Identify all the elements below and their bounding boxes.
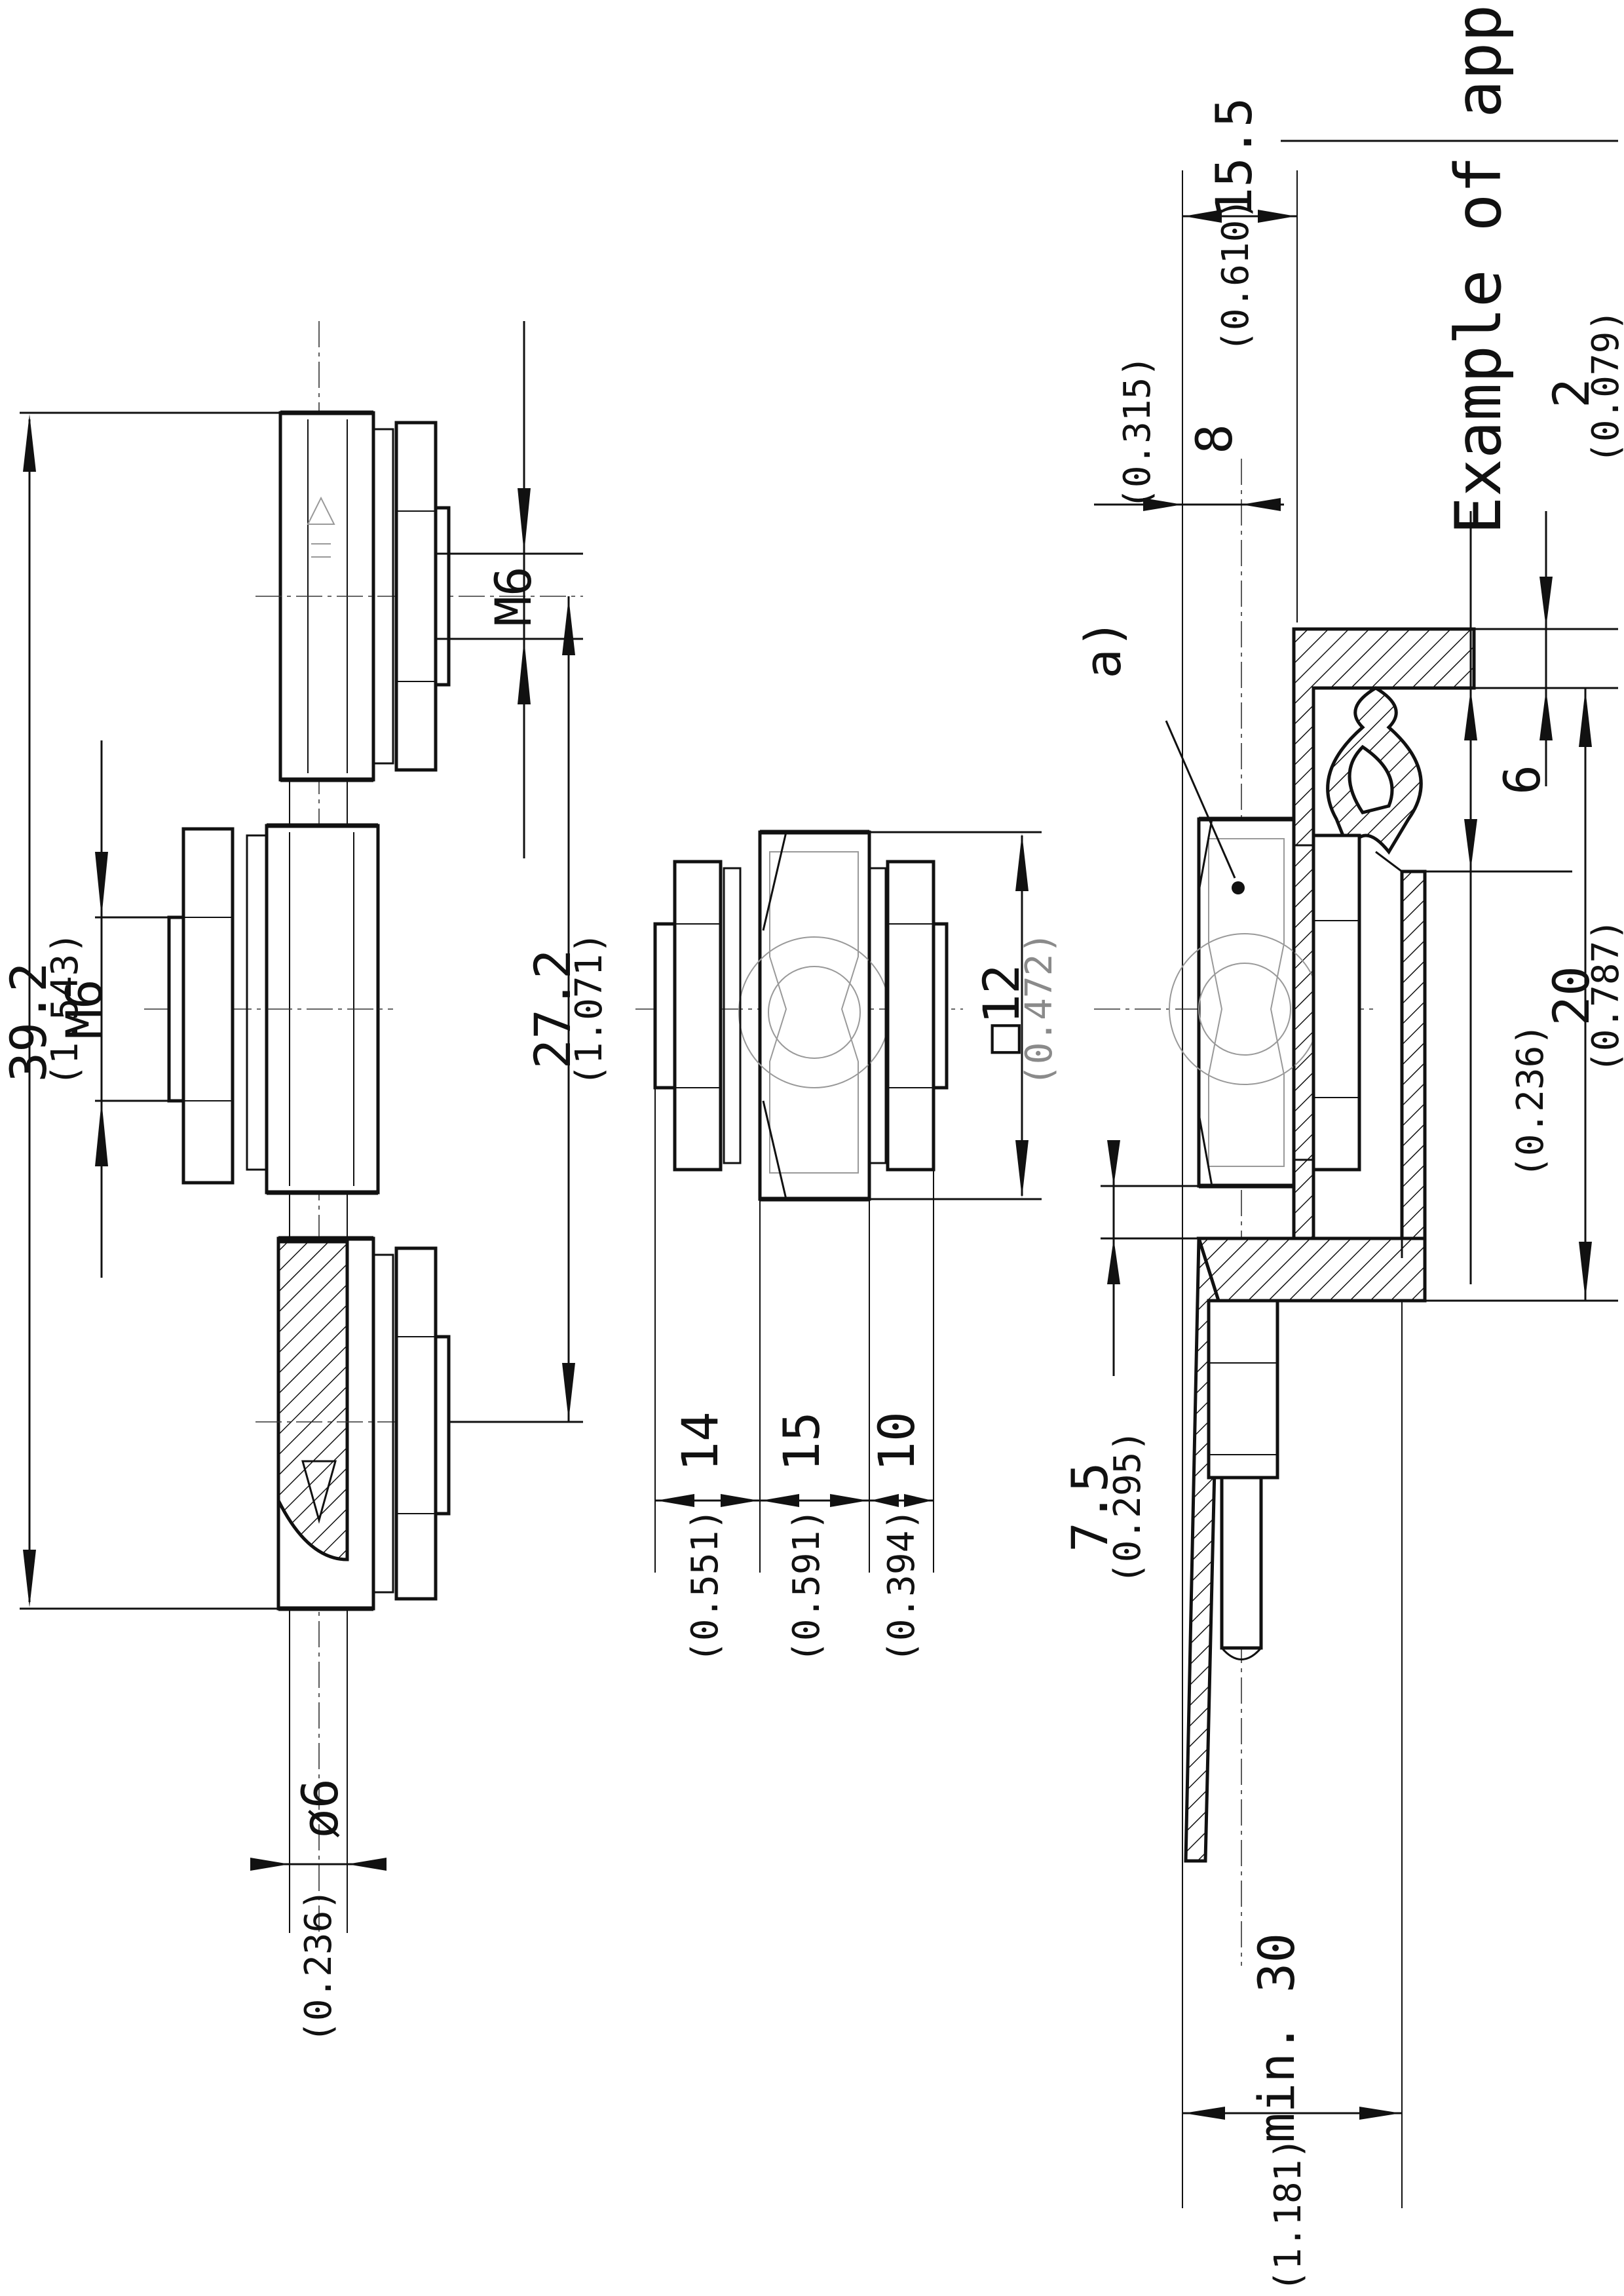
dim-top-width-inch: (0.610)	[1215, 198, 1257, 353]
dim-diameter-value: ø6	[291, 1778, 349, 1839]
dim-width-1-inch: (0.551)	[684, 1508, 727, 1663]
dim-overall-height-value: 39.2	[0, 962, 58, 1082]
dim-width-3-inch: (0.394)	[880, 1508, 923, 1663]
middle-left-nut	[653, 860, 742, 1172]
dim-height-inch: (0.787)	[1585, 919, 1624, 1073]
square-block	[738, 830, 890, 1202]
dimension-thread-left: M6	[55, 740, 113, 1278]
dimension-widths: 14 (0.551) 15 (0.591) 10 (0.394)	[654, 1088, 934, 1663]
dimension-thickness: 7.5 (0.295)	[1061, 1140, 1199, 1584]
detail-a-callout: a)	[1074, 619, 1236, 879]
dim-height-value: 20	[1542, 966, 1600, 1026]
dim-offset-value: 8	[1185, 424, 1243, 454]
title: Example of application	[1442, 0, 1515, 535]
detail-a-label: a)	[1074, 619, 1132, 679]
dim-min-width-inch: (1.181)	[1267, 2137, 1310, 2292]
dim-inner-value: 6	[1493, 765, 1551, 795]
dim-overall-height-inch: (1.543)	[44, 932, 86, 1086]
dim-width-1-value: 14	[671, 1411, 729, 1472]
dim-width-3-value: 10	[867, 1411, 926, 1472]
dim-diameter-inch: (0.236)	[297, 1888, 340, 2043]
dim-inner-height-value: 27.2	[523, 949, 582, 1069]
dim-gap-inch: (0.079)	[1585, 309, 1624, 464]
middle-front-view: □12 (0.472) 14 (0.551) 15 (0.591) 10 (0.…	[635, 830, 1061, 1663]
dim-thickness-inch: (0.295)	[1106, 1430, 1149, 1584]
side-nut	[1293, 833, 1361, 1172]
upper-hinge-leaf	[255, 410, 583, 782]
dimension-thread-right: M6	[484, 321, 542, 858]
lower-hinge-leaf	[255, 1236, 583, 1611]
middle-pin-body	[144, 823, 393, 1195]
mounting-bracket	[1184, 627, 1476, 1863]
mounting-bolt	[1207, 1299, 1279, 1660]
dim-inner-inch: (0.236)	[1509, 1024, 1552, 1178]
dimension-overall-height: 39.2 (1.543)	[0, 411, 280, 1610]
dimension-top-width: 15.5 (0.610)	[1182, 97, 1297, 353]
middle-right-nut	[868, 860, 949, 1172]
dimension-min-width: min. 30 (1.181)	[1182, 1933, 1402, 2292]
dimension-inner-height: 27.2 (1.071)	[523, 596, 611, 1422]
dimension-inner: 6 (0.236)	[1402, 511, 1572, 1284]
dim-min-width-value: min. 30	[1247, 1933, 1306, 2143]
left-side-view: 39.2 (1.543) M6 M6 27.2 (1.071)	[0, 321, 611, 2043]
dimension-square: □12 (0.472)	[869, 831, 1061, 1200]
dimension-height: 20 (0.787)	[1425, 688, 1624, 1302]
dim-square-value: □12	[972, 964, 1030, 1054]
dimension-gap: 2 (0.079)	[1330, 309, 1624, 786]
dim-inner-height-inch: (1.071)	[568, 932, 611, 1086]
dim-width-2-inch: (0.591)	[785, 1508, 828, 1663]
dim-thread-right-value: M6	[484, 566, 542, 626]
dimension-offset: 8 (0.315)	[1094, 355, 1284, 511]
dim-width-2-value: 15	[772, 1411, 831, 1472]
dim-top-width-value: 15.5	[1205, 97, 1263, 217]
dim-thickness-value: 7.5	[1061, 1462, 1119, 1552]
middle-nut-stack	[95, 827, 268, 1185]
dim-thread-left-value: M6	[55, 979, 113, 1039]
dim-gap-value: 2	[1542, 378, 1600, 408]
upper-nut-stack	[372, 421, 583, 772]
dimension-diameter: ø6 (0.236)	[250, 1778, 387, 2043]
dim-square-inch: (0.472)	[1018, 932, 1061, 1086]
application-example-view: Example of application	[1061, 0, 1624, 2292]
lower-nut-stack	[372, 1246, 583, 1601]
dim-offset-inch: (0.315)	[1116, 355, 1159, 510]
